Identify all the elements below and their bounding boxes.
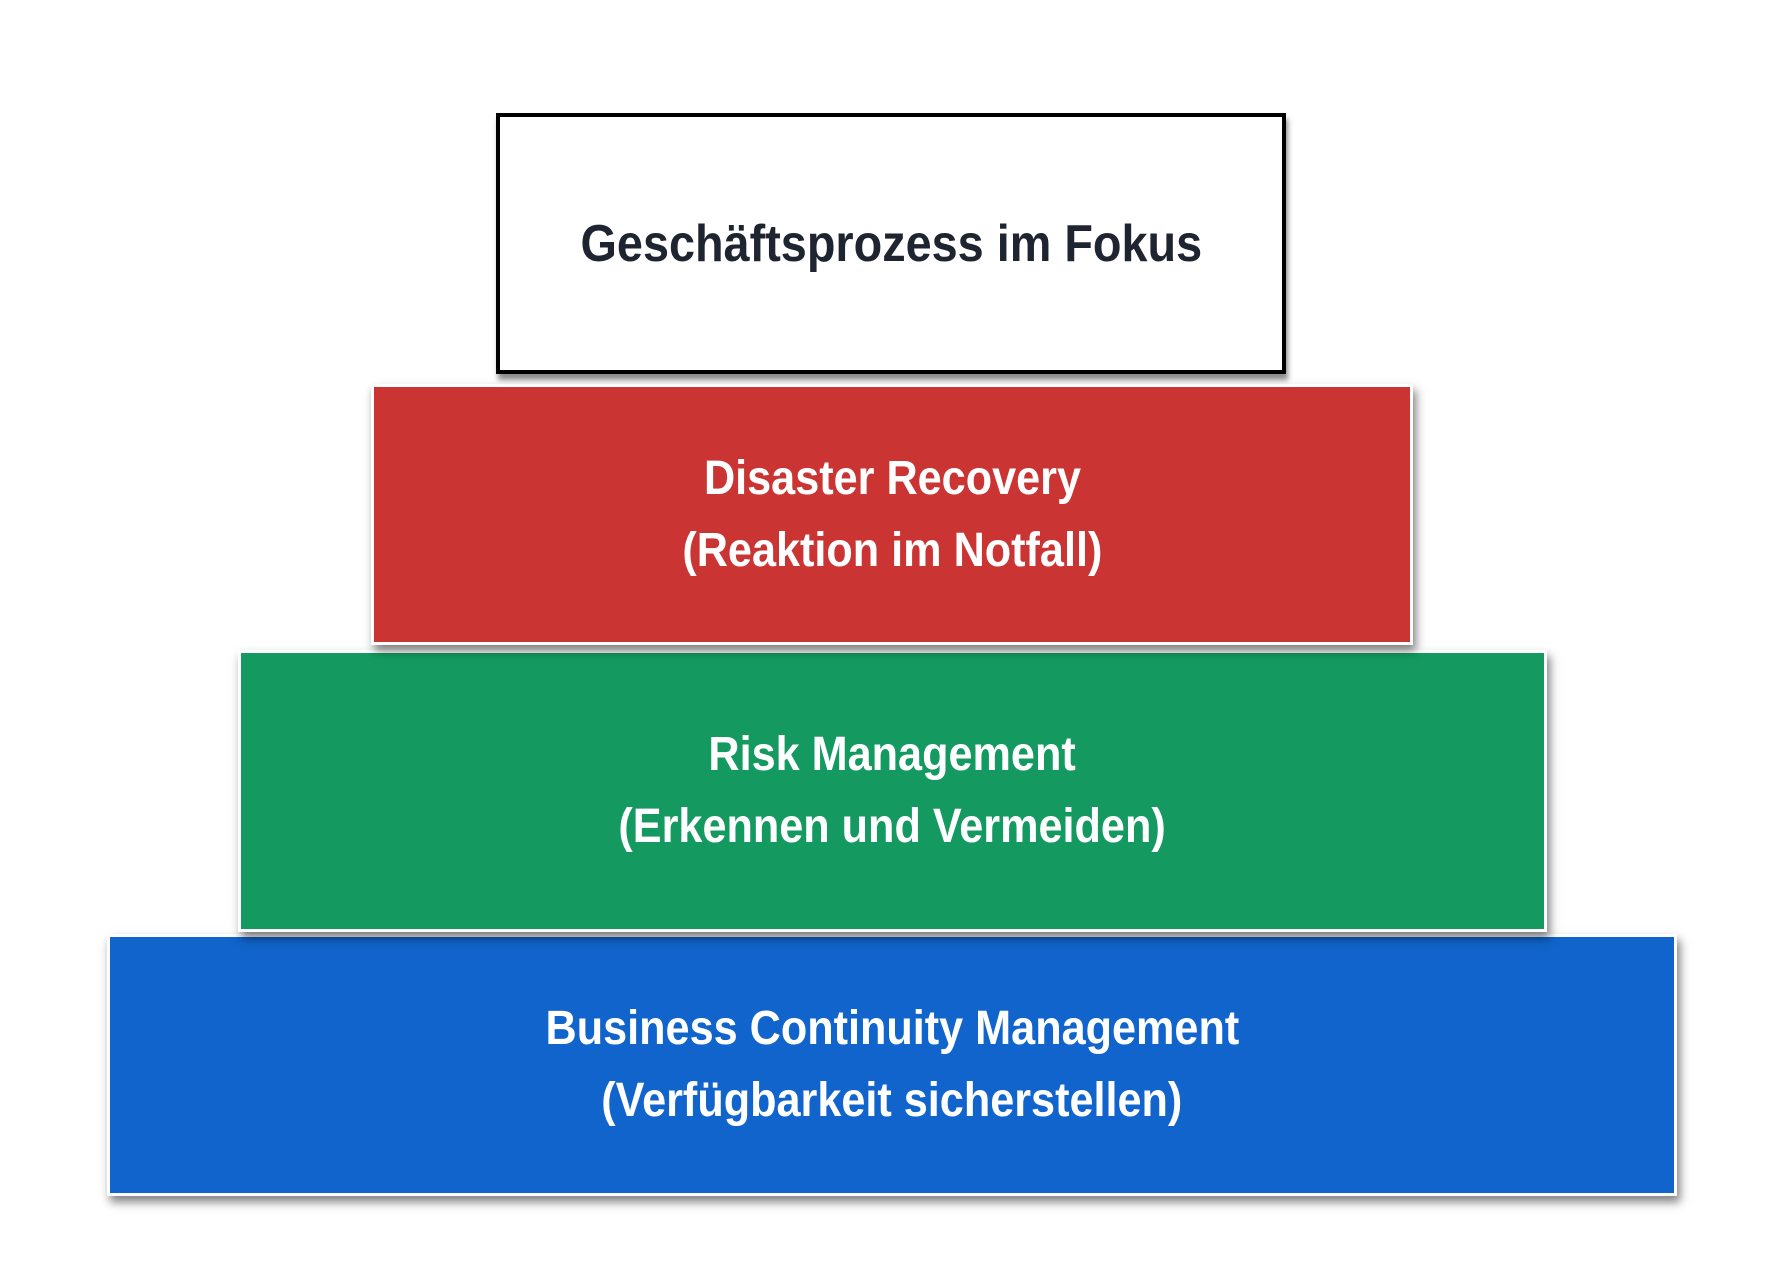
layer-sublabel-disaster-recovery: (Reaktion im Notfall)	[681, 523, 1103, 577]
layer-label-disaster-recovery: Disaster Recovery	[703, 451, 1081, 505]
layer-sublabel-risk-management: (Erkennen und Vermeiden)	[618, 800, 1167, 853]
layer-box-business-continuity-management: Business Continuity Management (Verfügba…	[107, 934, 1677, 1196]
layer-box-geschaeftsprozess: Geschäftsprozess im Fokus	[496, 113, 1286, 374]
layer-label-risk-management: Risk Management	[708, 728, 1077, 781]
layer-box-risk-management: Risk Management (Erkennen und Vermeiden)	[238, 650, 1547, 932]
layer-label-business-continuity-management: Business Continuity Management	[545, 1002, 1239, 1055]
layer-sublabel-business-continuity-management: (Verfügbarkeit sicherstellen)	[601, 1074, 1183, 1127]
layer-box-disaster-recovery: Disaster Recovery (Reaktion im Notfall)	[371, 384, 1413, 645]
layer-label-geschaeftsprozess: Geschäftsprozess im Fokus	[580, 214, 1202, 273]
